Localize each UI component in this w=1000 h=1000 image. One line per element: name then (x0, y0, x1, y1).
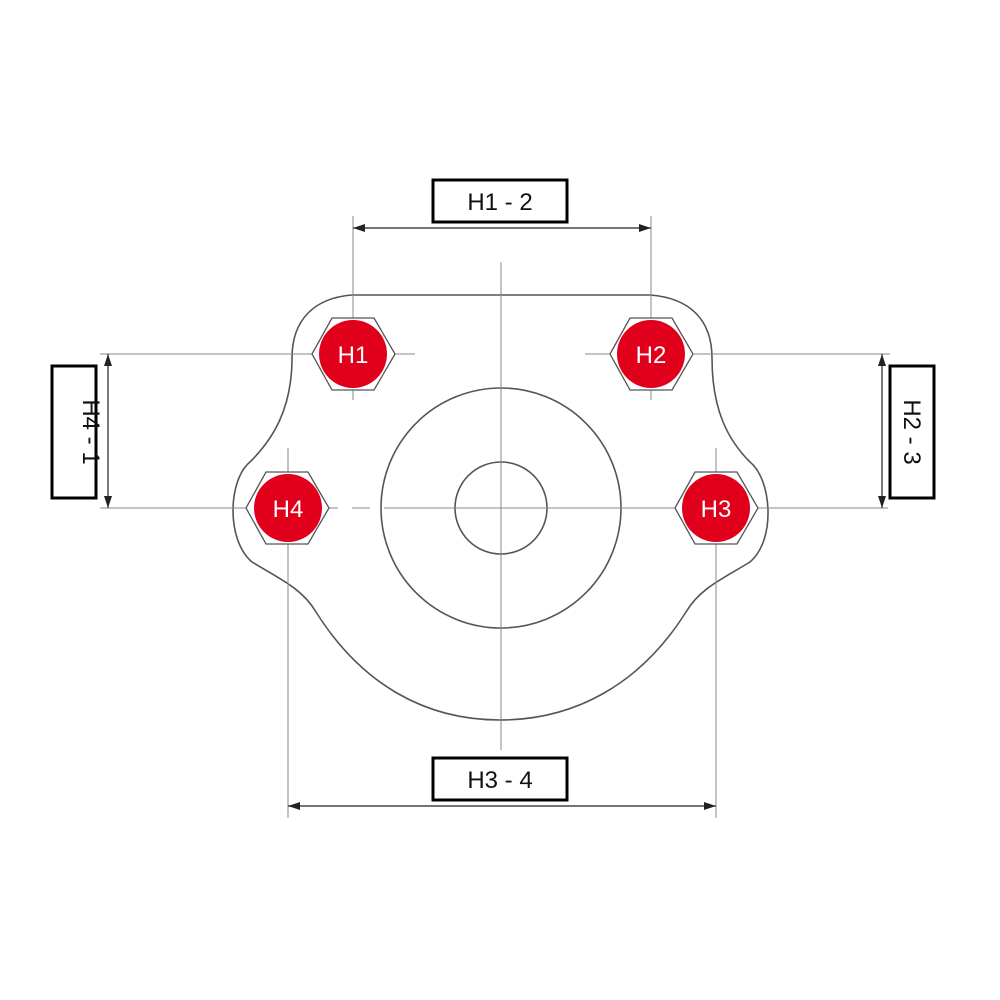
h1-hole-label: H1 (338, 342, 369, 369)
dim-label-h1-2: H1 - 2 (467, 189, 532, 216)
h2-hole-marker (617, 320, 685, 388)
dim-label-h4-1: H4 - 1 (77, 399, 104, 464)
dim-label-h3-4: H3 - 4 (467, 767, 532, 794)
h4-hole-label: H4 (273, 496, 304, 523)
h4-hole-marker (254, 474, 322, 542)
dim-box-h2-3 (888, 364, 936, 500)
dim-box-h3-4 (431, 756, 569, 802)
dim-label-h2-3: H2 - 3 (898, 399, 925, 464)
dim-box-h1-2 (431, 178, 569, 224)
flange-outline (232, 294, 769, 721)
h1-hole-marker (319, 320, 387, 388)
h3-hole-label: H3 (701, 496, 732, 523)
h3-hole-marker (682, 474, 750, 542)
dim-box-h4-1 (50, 364, 98, 500)
h2-hole-label: H2 (636, 342, 667, 369)
